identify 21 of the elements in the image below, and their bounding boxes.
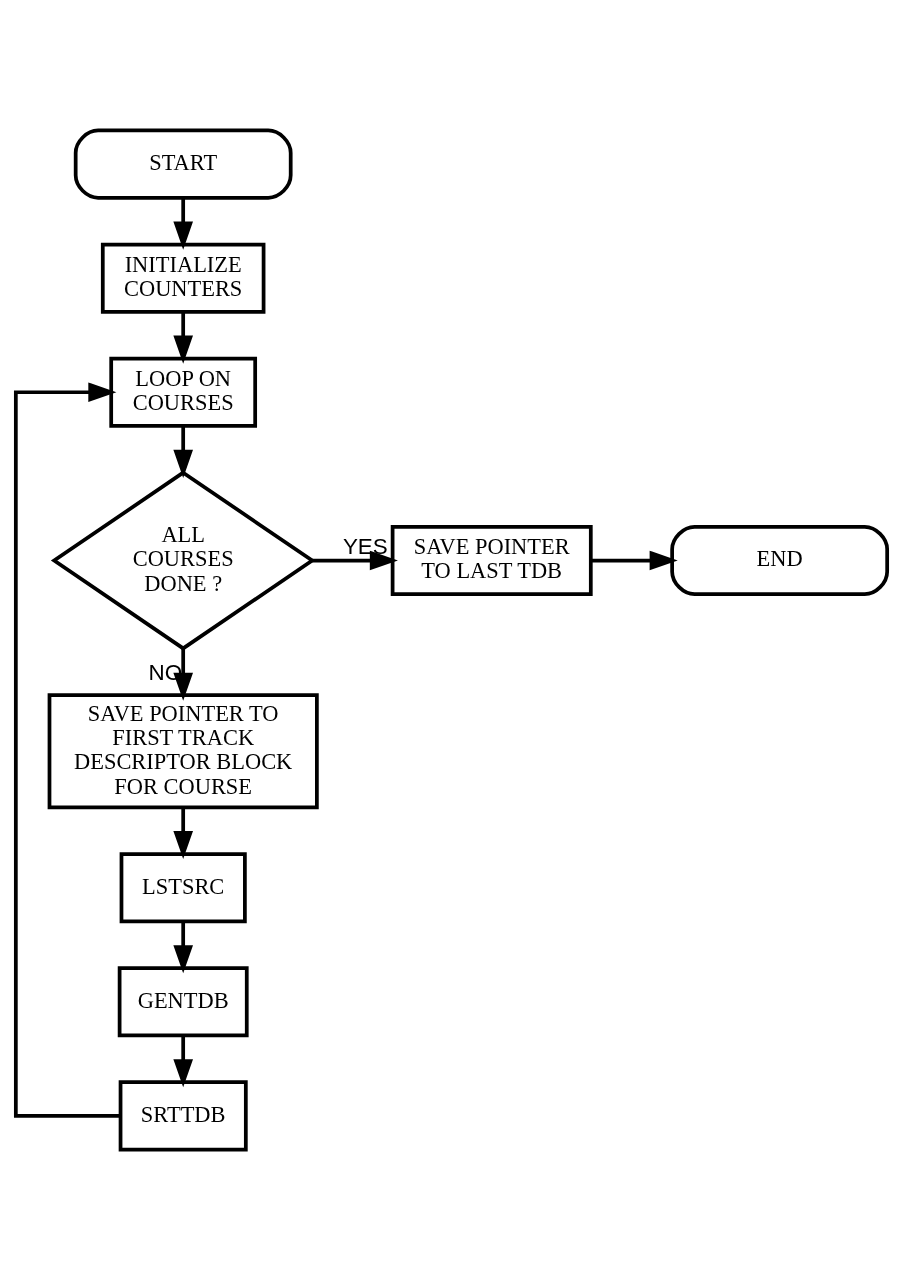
arrow — [173, 648, 193, 701]
node-box: LOOP ON COURSES — [109, 356, 258, 428]
node-box: START — [73, 128, 293, 200]
node-diamond: ALL COURSES DONE ? — [50, 470, 316, 651]
arrow — [173, 312, 193, 364]
arrow — [13, 382, 121, 1118]
edge-label: YES — [342, 534, 388, 560]
node-box: SRTTDB — [118, 1080, 248, 1152]
node-box: INITIALIZE COUNTERS — [100, 242, 266, 314]
arrow — [173, 921, 193, 974]
node-box: SAVE POINTER TO LAST TDB — [390, 525, 593, 597]
node-box: GENTDB — [117, 966, 249, 1038]
node-box: LSTSRC — [119, 852, 247, 924]
node-box: END — [670, 525, 890, 597]
arrow — [173, 807, 193, 860]
arrow — [312, 550, 398, 571]
arrow — [173, 198, 193, 250]
arrow — [591, 550, 678, 571]
arrow — [173, 426, 193, 478]
node-box: SAVE POINTER TO FIRST TRACK DESCRIPTOR BLOCK FOR COURSE — [47, 693, 319, 810]
arrow — [173, 1036, 193, 1088]
